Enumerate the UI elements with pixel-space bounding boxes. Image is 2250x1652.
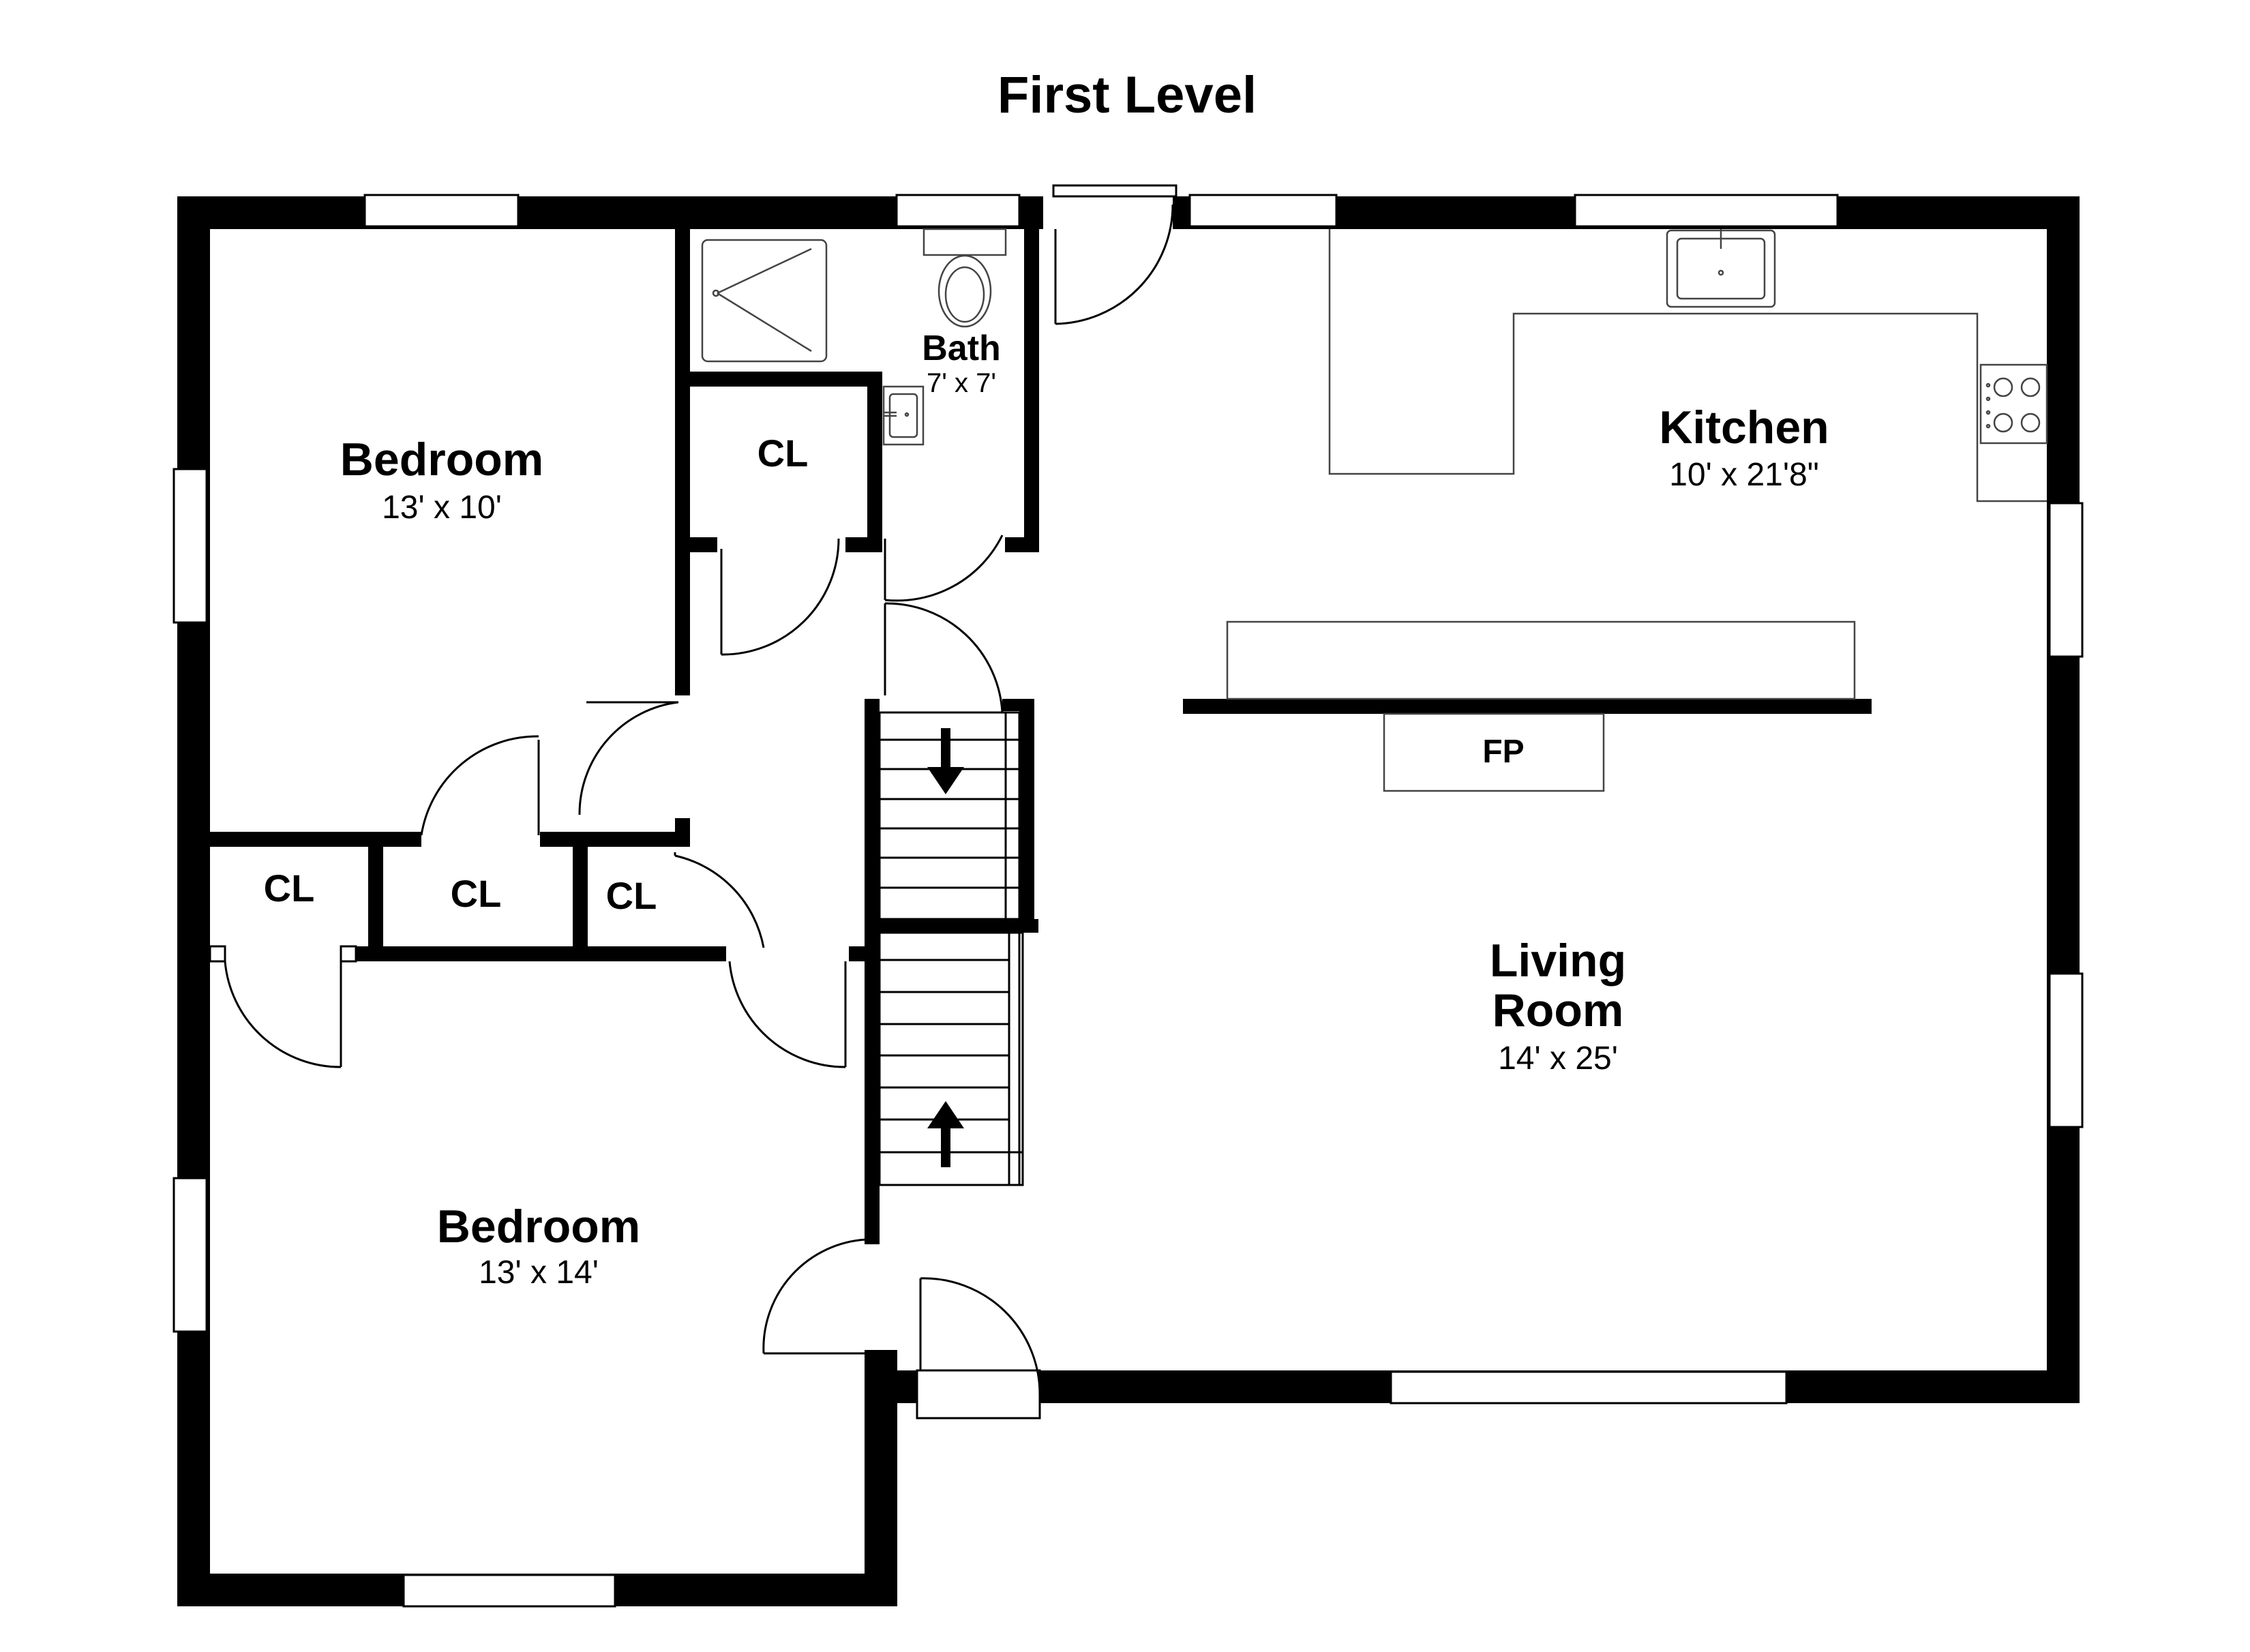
- front-entry-door[interactable]: [916, 1277, 1041, 1420]
- bedroom-lower-dims: 13' x 14': [479, 1255, 599, 1291]
- toilet-icon: [922, 228, 1007, 328]
- kitchen-sink: [1666, 229, 1776, 308]
- window: [895, 194, 1021, 228]
- window: [2048, 502, 2084, 658]
- kitchen-dims: 10' x 21'8": [1669, 457, 1819, 493]
- closet-left-door[interactable]: [224, 961, 342, 1068]
- bedroom-lower-door[interactable]: [728, 961, 847, 1068]
- window: [1188, 194, 1338, 228]
- bath-sink-icon: [882, 385, 925, 446]
- windows: [172, 194, 2084, 1608]
- window: [2048, 972, 2084, 1128]
- living-name-line1: Living: [1490, 935, 1626, 987]
- closet-right-door[interactable]: [674, 852, 765, 948]
- plan-title: First Level: [997, 66, 1257, 124]
- closet-door[interactable]: [720, 538, 840, 656]
- kitchen-name: Kitchen: [1659, 402, 1829, 453]
- window: [172, 468, 208, 624]
- bedroom-upper-door[interactable]: [578, 701, 679, 815]
- doors: [224, 184, 1178, 1420]
- fireplace-label: FP: [1482, 734, 1524, 770]
- window: [1390, 1370, 1788, 1405]
- window: [172, 1177, 208, 1333]
- room-labels: Bedroom 13' x 10' Bedroom 13' x 14' Bath…: [264, 329, 1829, 1291]
- interior-walls: [209, 225, 1872, 1244]
- hall-door-lower[interactable]: [762, 1238, 867, 1355]
- stove-icon: [1979, 363, 2048, 445]
- bedroom-upper-name: Bedroom: [340, 434, 543, 485]
- shower-icon: [701, 239, 828, 363]
- bath-dims: 7' x 7': [927, 368, 996, 398]
- window: [1574, 194, 1839, 228]
- closet-middle-door[interactable]: [420, 735, 540, 836]
- closet-label: CL: [606, 874, 657, 917]
- stair-door[interactable]: [884, 602, 1004, 713]
- kitchen-counters: [1226, 229, 2047, 792]
- closet-label: CL: [758, 432, 809, 475]
- bedroom-upper-dims: 13' x 10': [382, 490, 502, 526]
- entry-door-top[interactable]: [1052, 184, 1178, 325]
- closet-label: CL: [264, 867, 315, 910]
- living-dims: 14' x 25': [1498, 1040, 1618, 1077]
- living-name-line2: Room: [1492, 985, 1624, 1036]
- bedroom-lower-name: Bedroom: [437, 1201, 640, 1252]
- window: [402, 1574, 616, 1608]
- stairs: [878, 711, 1024, 1186]
- bath-name: Bath: [922, 329, 1001, 368]
- stair-down-arrow: [927, 728, 964, 794]
- closet-label: CL: [451, 872, 502, 915]
- stair-up-arrow: [927, 1101, 964, 1167]
- window: [363, 194, 520, 228]
- bath-door[interactable]: [884, 535, 1004, 602]
